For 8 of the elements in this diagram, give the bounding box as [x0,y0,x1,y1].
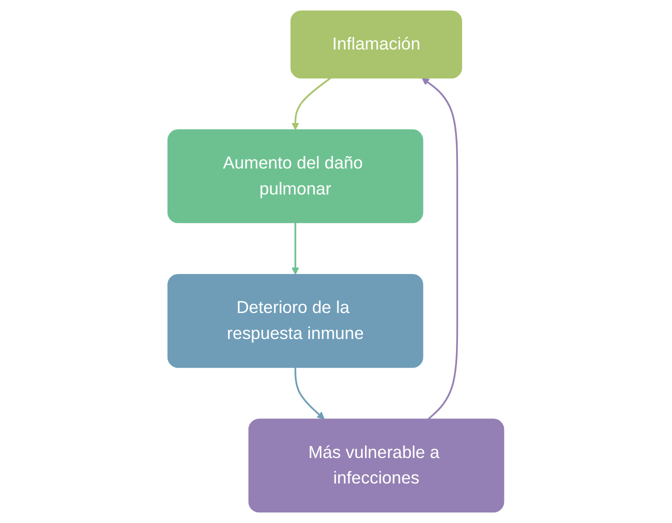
arrow [422,78,458,420]
arrow [294,367,325,420]
node-box: Más vulnerable a infecciones [248,418,504,513]
node-box: Aumento del daño pulmonar [168,129,424,224]
arrow [292,222,300,275]
node-box: Deterioro de la respuesta inmune [168,274,424,368]
node-box: Inflamación [290,10,462,78]
arrow [292,77,332,130]
